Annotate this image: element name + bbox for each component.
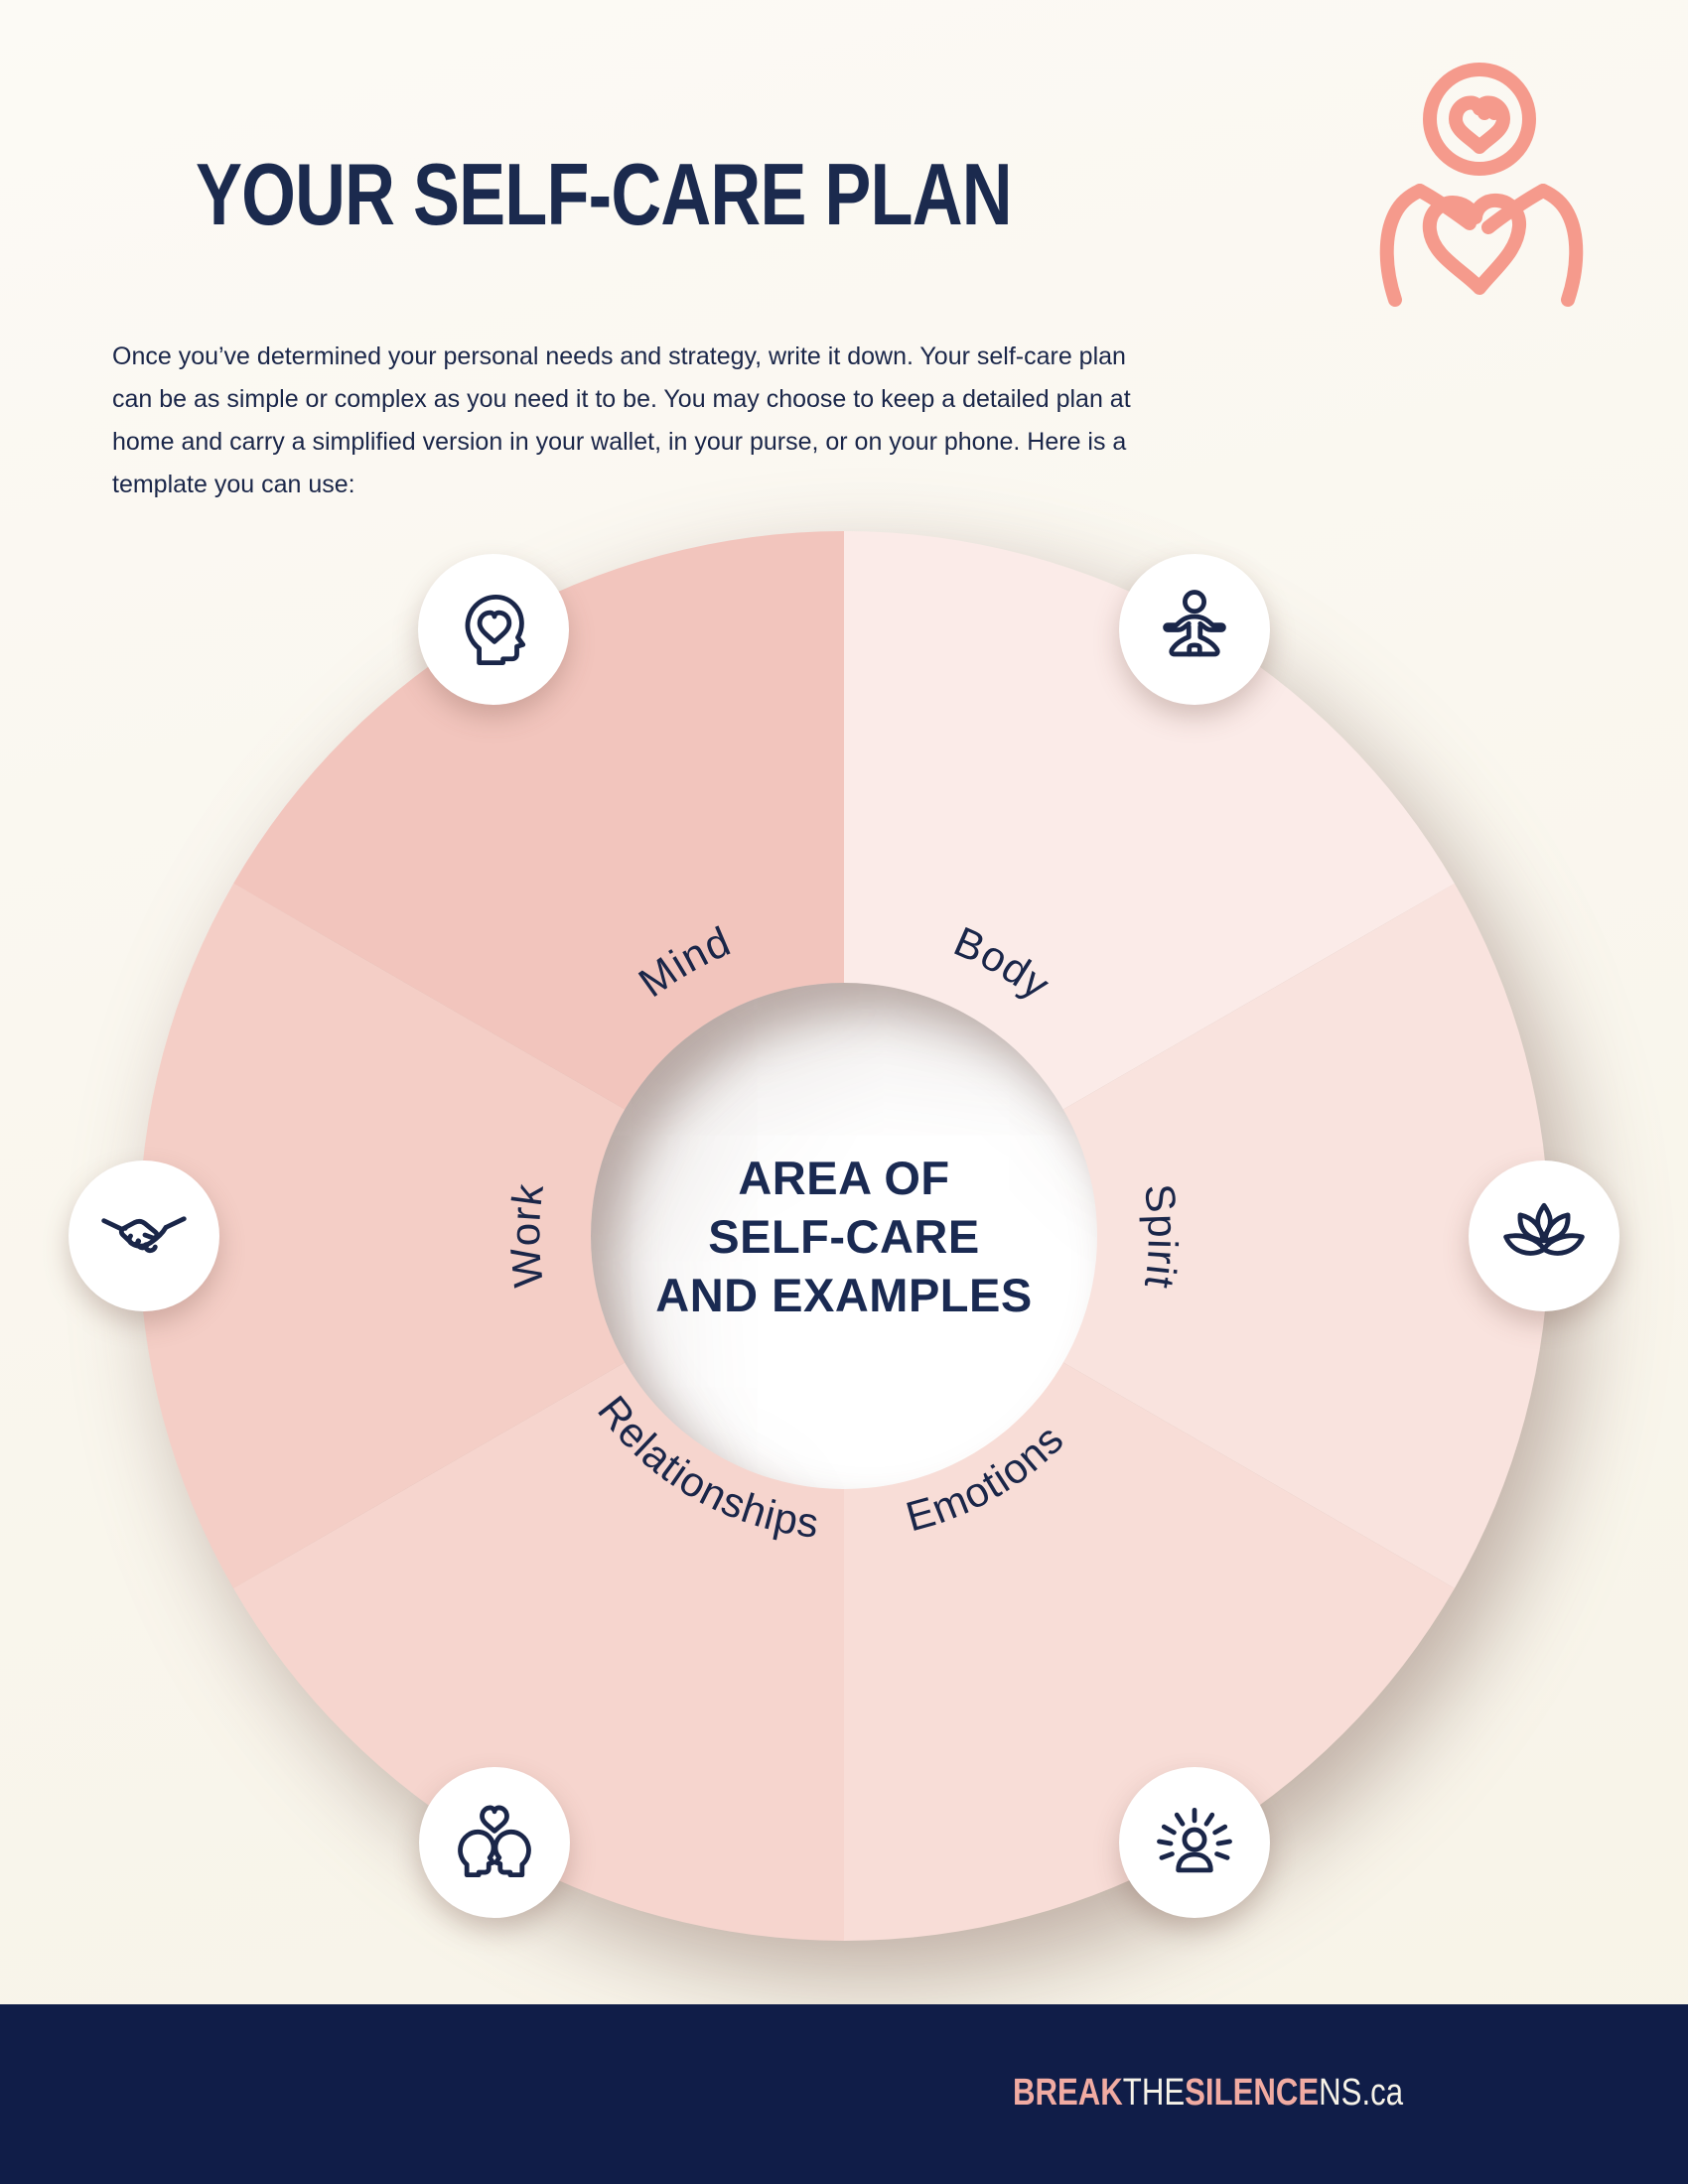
spirit-icon <box>1469 1160 1619 1311</box>
work-icon <box>69 1160 219 1311</box>
logo-right-forearm <box>1481 184 1550 234</box>
logo-right-arm <box>1536 184 1584 307</box>
spirit-icon-glyph <box>1496 1188 1592 1284</box>
footer-word-nsca: NS.ca <box>1319 2071 1404 2114</box>
logo-left-arm <box>1379 184 1427 307</box>
logo-chest-heart <box>1422 193 1527 295</box>
logo-head-circle <box>1423 63 1536 176</box>
relationships-icon <box>419 1767 570 1918</box>
footer-wordmark: BREAKTHESILENCENS.ca <box>1013 2071 1403 2114</box>
center-line-2: SELF-CARE <box>708 1209 980 1263</box>
wheel-label-spirit: Spirit <box>1136 1181 1187 1292</box>
wheel-center-label: AREA OF SELF-CARE AND EXAMPLES <box>655 1149 1032 1324</box>
page-title: YOUR SELF-CARE PLAN <box>196 145 1013 243</box>
body-icon-glyph <box>1147 582 1242 677</box>
relationships-icon-glyph <box>447 1795 542 1890</box>
emotions-icon <box>1119 1767 1270 1918</box>
wheel-label-mind: Mind <box>631 917 738 1006</box>
footer-word-silence: SILENCE <box>1185 2071 1320 2114</box>
self-hug-heart-logo <box>1379 63 1584 307</box>
footer-bar: BREAKTHESILENCENS.ca <box>0 2004 1688 2184</box>
mind-icon-glyph <box>446 582 541 677</box>
footer-word-the: THE <box>1122 2071 1186 2114</box>
footer-word-break: BREAK <box>1013 2071 1123 2114</box>
wheel-label-body: Body <box>947 917 1058 1009</box>
emotions-icon-glyph <box>1147 1795 1242 1890</box>
body-icon <box>1119 554 1270 705</box>
logo-left-forearm <box>1413 184 1477 230</box>
work-icon-glyph <box>96 1188 192 1284</box>
logo-heart-detail <box>1477 103 1501 120</box>
mind-icon <box>418 554 569 705</box>
wheel-center-circle: AREA OF SELF-CARE AND EXAMPLES <box>591 983 1097 1489</box>
center-line-1: AREA OF <box>738 1151 950 1204</box>
wheel-label-work: Work <box>501 1180 552 1290</box>
intro-paragraph: Once you’ve determined your personal nee… <box>112 342 1131 498</box>
center-line-3: AND EXAMPLES <box>655 1268 1033 1321</box>
